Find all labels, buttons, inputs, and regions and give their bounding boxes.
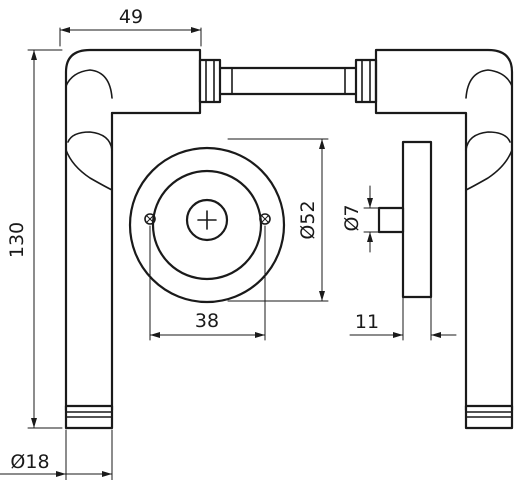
dimension-49: 49 bbox=[59, 6, 202, 47]
screw-left bbox=[144, 213, 156, 225]
dimension-11: 11 bbox=[349, 296, 457, 341]
right-lever-handle bbox=[374, 48, 514, 430]
dim-dia-52-label: Ø52 bbox=[297, 200, 319, 239]
screw-right bbox=[259, 213, 271, 225]
rose-front-view bbox=[128, 146, 286, 304]
spindle-hole bbox=[185, 198, 229, 242]
dim-49-label: 49 bbox=[119, 6, 143, 28]
dimension-130: 130 bbox=[6, 49, 63, 429]
dimension-dia-52: Ø52 bbox=[227, 138, 329, 302]
rose-inner-circle bbox=[151, 169, 263, 281]
dim-130-label: 130 bbox=[6, 222, 28, 258]
rose-side-view bbox=[377, 140, 433, 299]
left-lever-handle bbox=[64, 48, 202, 430]
spindle-bar bbox=[198, 58, 378, 104]
dim-dia-18-label: Ø18 bbox=[10, 451, 49, 473]
dim-dia-7-label: Ø7 bbox=[341, 204, 363, 231]
dim-11-label: 11 bbox=[355, 311, 379, 333]
rose-outer-circle bbox=[128, 146, 286, 304]
dimension-38: 38 bbox=[149, 225, 266, 341]
dimension-dia-7: Ø7 bbox=[341, 185, 381, 253]
dimension-dia-18: Ø18 bbox=[0, 429, 113, 480]
dim-38-label: 38 bbox=[195, 310, 219, 332]
spindle-stub bbox=[377, 206, 405, 234]
